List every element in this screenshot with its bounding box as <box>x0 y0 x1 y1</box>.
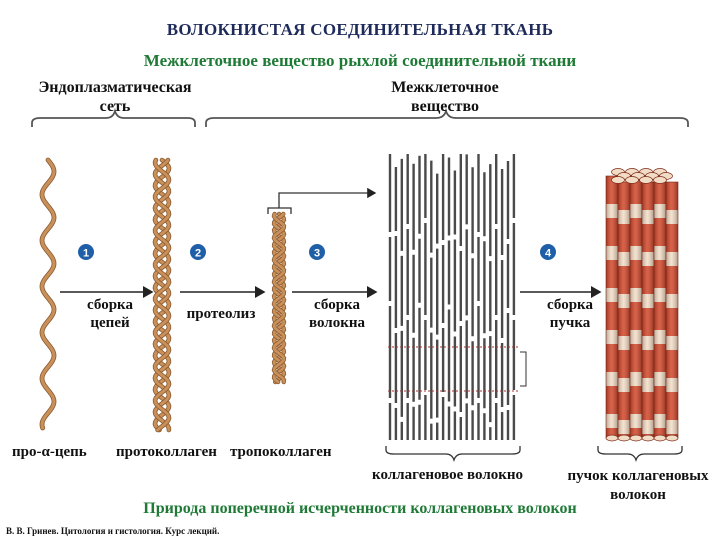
er-brace <box>31 107 196 127</box>
bundle-fibril <box>617 181 631 439</box>
step-2-label: протеолиз <box>186 306 256 322</box>
bundle-fibril-end <box>617 434 631 442</box>
page-subtitle: Межклеточное вещество рыхлой соединитель… <box>143 51 577 70</box>
procollagen-triple-helix <box>152 157 172 433</box>
bundle-fibril-end <box>629 434 643 442</box>
pro-alpha-chain <box>39 157 57 431</box>
fiber-guide-bracket <box>520 351 527 387</box>
collagen-bundle <box>605 168 679 442</box>
page-title: ВОЛОКНИСТАЯ СОЕДИНИТЕЛЬНАЯ ТКАНЬ <box>166 20 554 39</box>
step-1-label: сборка цепей <box>87 297 133 331</box>
caption-pro-alpha-chain: про-α-цепь <box>12 444 87 460</box>
step-1-badge: 1 <box>78 244 94 260</box>
bundle-fibril <box>641 181 655 439</box>
step-3-badge: 3 <box>309 244 325 260</box>
bundle-fibril-end <box>605 434 619 442</box>
caption-procollagen: протоколлаген <box>116 444 217 460</box>
bundle-fibril-end <box>641 434 655 442</box>
step-1-number: 1 <box>83 248 89 260</box>
fiber-brace <box>385 446 521 463</box>
caption-collagen-bundle: пучок коллагеновых волокон <box>567 468 709 503</box>
bundle-fibril-end <box>653 434 667 442</box>
section-label-ecm: Межклеточное вещество <box>391 79 499 115</box>
bundle-brace <box>597 446 683 463</box>
step-4-number: 4 <box>545 248 552 260</box>
connector-to-fiber <box>278 187 377 208</box>
step-3-number: 3 <box>314 248 320 260</box>
bundle-fibril-end <box>639 176 653 184</box>
footer-title: Природа поперечной исчерченности коллаге… <box>143 500 577 517</box>
tropocollagen-molecule <box>271 211 287 385</box>
step-2-badge: 2 <box>190 244 206 260</box>
bundle-fibril <box>629 175 643 439</box>
bundle-fibril-end <box>653 176 667 184</box>
bundle-fibril <box>653 175 667 439</box>
step-3-label: сборка волокна <box>308 297 365 331</box>
bundle-fibril-end <box>625 176 639 184</box>
step-2-number: 2 <box>195 248 201 260</box>
section-label-er: Эндоплазматическая сеть <box>38 79 192 115</box>
caption-tropocollagen: тропоколлаген <box>230 444 332 460</box>
step-4-badge: 4 <box>540 244 556 260</box>
bundle-fibril-end <box>665 434 679 442</box>
source-credit: В. В. Гринев. Цитология и гистология. Ку… <box>6 526 220 536</box>
bundle-fibril-end <box>611 176 625 184</box>
ecm-brace <box>205 107 689 127</box>
bundle-fibril <box>665 181 679 439</box>
collagen-fiber <box>388 154 516 440</box>
caption-collagen-fiber: коллагеновое волокно <box>372 467 524 483</box>
step-4-label: сборка пучка <box>547 297 593 331</box>
